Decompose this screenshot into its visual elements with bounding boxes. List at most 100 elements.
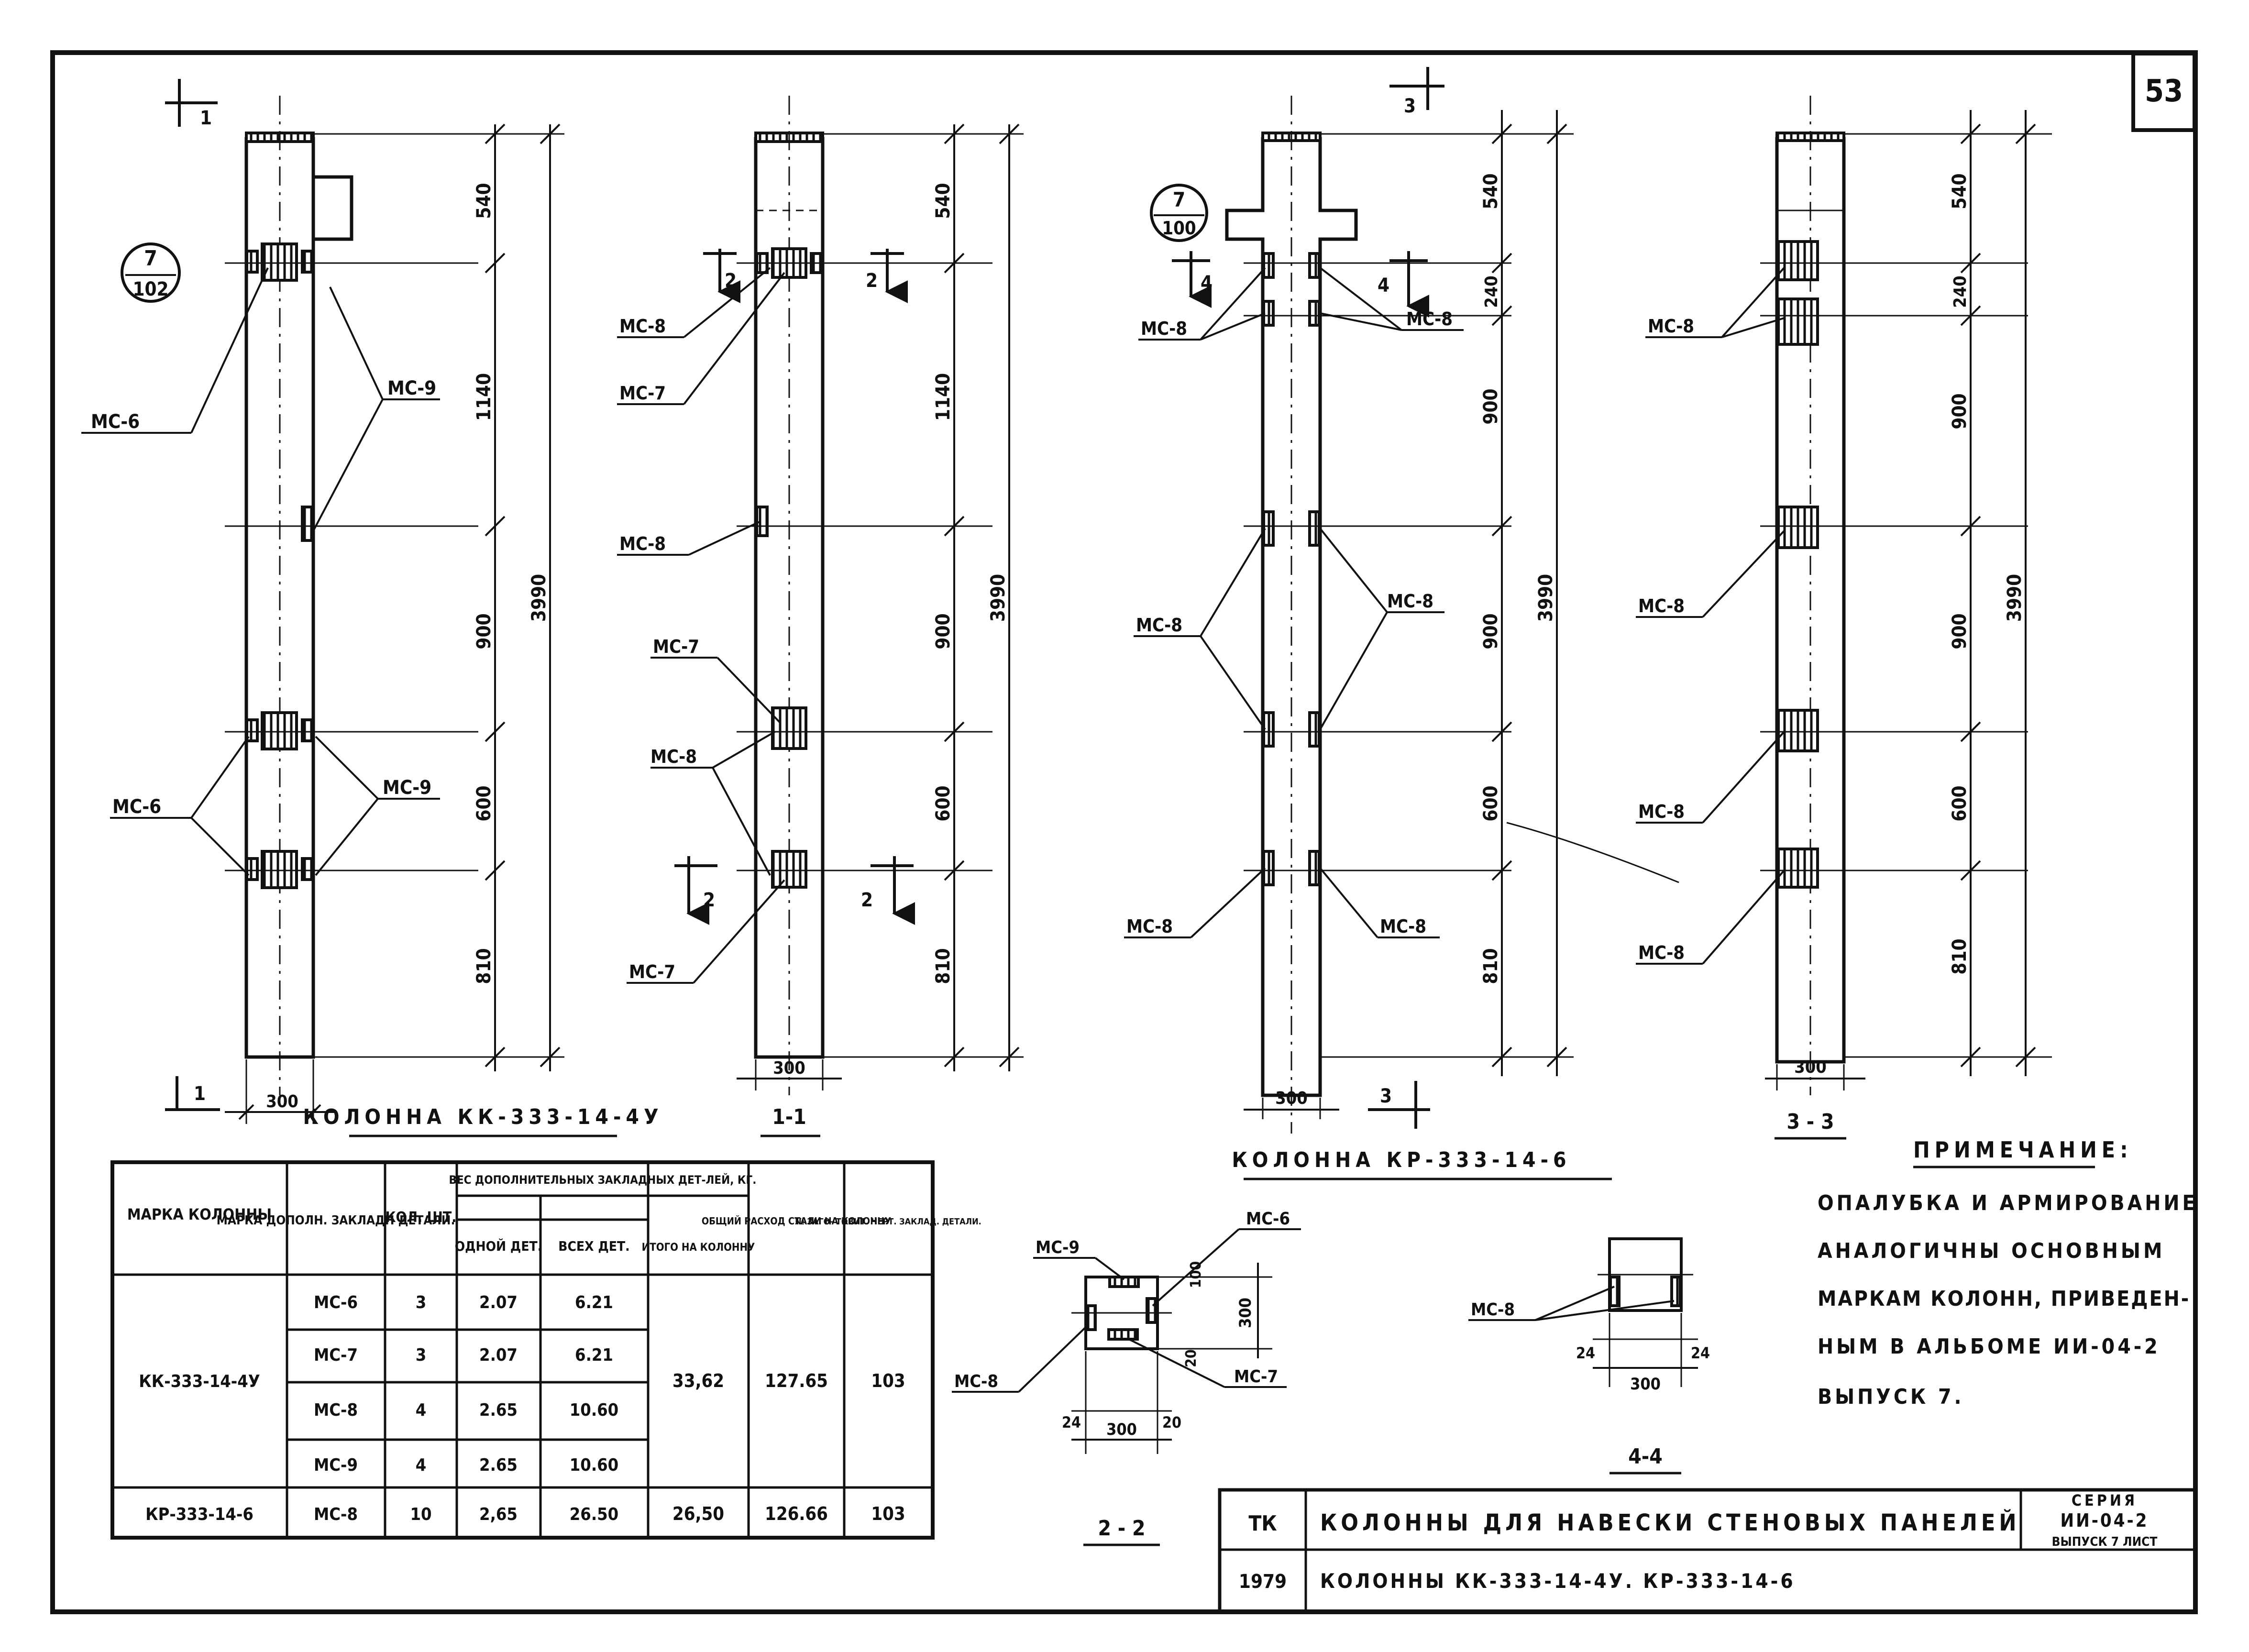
svg-text:МС-7: МС-7 (1234, 1367, 1278, 1387)
svg-text:240: 240 (1951, 275, 1970, 308)
svg-text:3990: 3990 (987, 574, 1009, 622)
svg-text:600: 600 (1949, 785, 1971, 821)
dim-a-total: 3990 (528, 574, 550, 622)
svg-text:126.66: 126.66 (765, 1503, 828, 1524)
dim-a-1140: 1140 (473, 373, 495, 421)
svg-text:МС-8: МС-8 (954, 1372, 998, 1391)
svg-text:103: 103 (871, 1370, 905, 1391)
svg-text:33,62: 33,62 (672, 1370, 724, 1391)
column-a-labels: 7 102 МС-6 МС-9 МС-6 МС-9 540 1140 900 6… (91, 79, 663, 1137)
section-4-4: МС-8 24 24 300 4-4 (1468, 1237, 1710, 1475)
th-mark: МАРКА КОЛОННЫ (127, 1205, 272, 1223)
svg-text:24: 24 (1062, 1413, 1081, 1432)
svg-text:3: 3 (1404, 95, 1416, 117)
svg-text:МС-6: МС-6 (314, 1293, 358, 1312)
svg-text:100: 100 (1188, 1261, 1204, 1288)
label-side-mc8-top: МС-8 (619, 316, 666, 337)
svg-text:3: 3 (1380, 1085, 1392, 1107)
svg-text:10.60: 10.60 (570, 1455, 618, 1475)
svg-text:2: 2 (725, 270, 737, 292)
tb-org: ТК (1248, 1511, 1277, 1536)
note-block: ПРИМЕЧАНИЕ: ОПАЛУБКА И АРМИРОВАНИЕ АНАЛО… (1818, 1137, 2195, 1409)
svg-text:810: 810 (1480, 948, 1502, 984)
dim-a-width: 300 (266, 1092, 298, 1112)
column-a-console (313, 175, 353, 241)
svg-text:900: 900 (1949, 393, 1971, 429)
svg-text:4: 4 (1201, 272, 1213, 294)
svg-text:МС-8: МС-8 (314, 1505, 358, 1524)
th-weight: ВЕС ДОПОЛНИТЕЛЬНЫХ ЗАКЛАДНЫХ ДЕТ-ЛЕЙ, КГ… (449, 1173, 756, 1187)
callout-a-den: 102 (132, 278, 168, 300)
column-b-labels: 7 100 МС-8 МС-8 МС-8 МС-8 МС-8 МС-8 540 … (1126, 67, 1612, 1180)
svg-text:540: 540 (1949, 173, 1971, 209)
section-title-1-1: 1-1 (772, 1105, 806, 1129)
callout-a (121, 242, 181, 303)
th-one: ОДНОЙ ДЕТ. (455, 1238, 542, 1254)
sheet-frame (50, 50, 2198, 1614)
svg-text:24: 24 (1691, 1344, 1710, 1362)
callout-a-num: 7 (144, 246, 157, 271)
plate-mc6-3 (261, 850, 298, 889)
svg-text:4: 4 (1378, 275, 1389, 297)
column-b-title: КОЛОННА КР-333-14-6 (1232, 1148, 1571, 1172)
svg-text:24: 24 (1576, 1344, 1595, 1362)
svg-text:МС-7: МС-7 (314, 1345, 358, 1365)
svg-text:3: 3 (416, 1345, 427, 1365)
dim-a-540: 540 (473, 183, 495, 219)
svg-text:МС-9: МС-9 (314, 1455, 358, 1475)
note-line-5: ВЫПУСК 7. (1818, 1385, 1964, 1409)
tb-issue: ВЫПУСК 7 ЛИСТ (2052, 1535, 2158, 1549)
svg-text:20: 20 (1162, 1413, 1181, 1432)
tb-series: ИИ-04-2 (2061, 1510, 2149, 1531)
svg-text:МС-8: МС-8 (1638, 942, 1685, 963)
svg-text:4: 4 (416, 1455, 427, 1475)
svg-text:2.65: 2.65 (479, 1455, 518, 1475)
svg-text:900: 900 (1480, 388, 1502, 424)
plate-mc9-mid (301, 506, 314, 542)
th-total: ИТОГО НА КОЛОННУ (642, 1242, 755, 1254)
svg-text:МС-8: МС-8 (1380, 916, 1426, 937)
svg-text:100: 100 (1162, 218, 1196, 239)
plate-mc6-1 (261, 242, 298, 282)
label-side-mc7-low: МС-7 (629, 961, 675, 982)
weights-table: МАРКА КОЛОННЫ МАРКА ДОПОЛН. ЗАКЛАДН ДЕТА… (110, 1160, 981, 1540)
column-a-title: КОЛОННА КК-333-14-4У (303, 1105, 663, 1129)
th-steel: ОБЩИЙ РАСХОД СТАЛИ НА КОЛОННУ (702, 1215, 891, 1227)
svg-text:4: 4 (416, 1400, 427, 1420)
svg-text:2: 2 (866, 270, 878, 292)
label-mc6-bottom: МС-6 (112, 796, 161, 818)
svg-text:МС-8: МС-8 (1406, 308, 1453, 330)
svg-text:2: 2 (861, 889, 873, 911)
dim-a-600: 600 (473, 785, 495, 821)
section-2-2: МС-9 МС-6 МС-8 МС-7 100 300 20 24 20 300… (952, 1209, 1301, 1546)
svg-text:2.65: 2.65 (479, 1400, 518, 1420)
svg-text:26.50: 26.50 (570, 1505, 618, 1524)
svg-text:2,65: 2,65 (479, 1505, 518, 1524)
th-detail: МАРКА ДОПОЛН. ЗАКЛАДН ДЕТАЛИ. (217, 1213, 455, 1228)
title-block: ТК 1979 КОЛОННЫ ДЛЯ НАВЕСКИ СТЕНОВЫХ ПАН… (1218, 1488, 2197, 1614)
tb-year: 1979 (1239, 1571, 1287, 1593)
column-a-side-view: 300 МС-8 МС-7 МС-8 МС-7 МС-8 МС-7 540 11… (617, 96, 1024, 1137)
svg-text:26,50: 26,50 (672, 1503, 724, 1524)
svg-text:1140: 1140 (932, 373, 954, 421)
td-mark-1: КК-333-14-4У (139, 1372, 260, 1391)
svg-text:900: 900 (1480, 613, 1502, 649)
svg-text:МС-6: МС-6 (1246, 1209, 1290, 1229)
svg-text:300: 300 (1630, 1375, 1661, 1394)
svg-text:10: 10 (410, 1505, 431, 1524)
dim-a-810: 810 (473, 948, 495, 984)
svg-text:127.65: 127.65 (765, 1370, 828, 1391)
svg-text:540: 540 (932, 183, 954, 219)
svg-text:МС-8: МС-8 (314, 1400, 358, 1420)
svg-text:10.60: 10.60 (570, 1400, 618, 1420)
plate-mc6-2 (261, 711, 298, 750)
svg-text:103: 103 (871, 1503, 905, 1524)
svg-text:МС-8: МС-8 (1648, 316, 1694, 337)
label-mc9-bottom: МС-9 (383, 777, 431, 799)
svg-text:3: 3 (416, 1293, 427, 1312)
callout-b (1150, 184, 1208, 242)
th-all: ВСЕХ ДЕТ. (558, 1238, 630, 1254)
svg-text:540: 540 (1480, 173, 1502, 209)
svg-text:810: 810 (1949, 938, 1971, 974)
